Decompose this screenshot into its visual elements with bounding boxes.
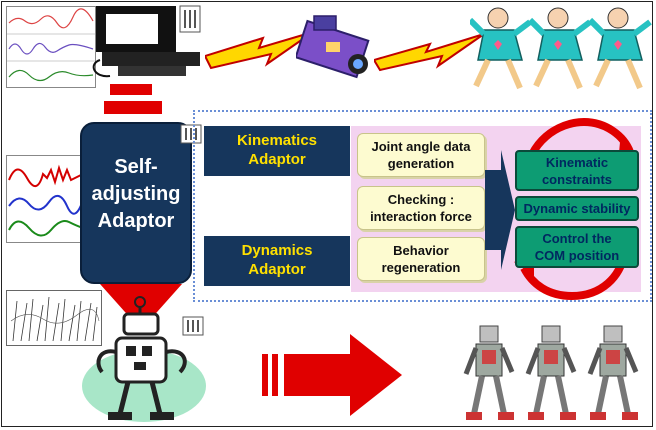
signal-waveform-panel-middle xyxy=(6,155,86,243)
computer-icon xyxy=(92,5,201,78)
video-camera-icon xyxy=(296,15,370,79)
kinematics-line-1: Kinematics xyxy=(236,132,318,149)
constraint-box xyxy=(515,150,639,191)
kinematics-line-2: Adaptor xyxy=(248,151,306,168)
self-adjusting-adaptor-box xyxy=(80,122,192,284)
dynamics-adaptor-box xyxy=(204,236,350,286)
process-step-box xyxy=(357,237,485,281)
self-adjusting-line-3: Adaptor xyxy=(97,210,175,232)
lightning-bolt-icon xyxy=(205,31,314,70)
constraint-kinematic: Kinematic constraints xyxy=(515,154,639,188)
humanoid-robots-icon xyxy=(463,325,639,420)
process-step-line-2: interaction force xyxy=(370,209,472,224)
robot-icon xyxy=(82,296,206,422)
process-step-joint-angle: Joint angle data generation xyxy=(357,138,485,172)
kinematics-adaptor-box xyxy=(204,126,350,176)
process-step-behavior: Behavior regeneration xyxy=(357,242,485,276)
motion-sketch-icon xyxy=(10,296,100,342)
constraint-box xyxy=(515,196,639,221)
kinematics-adaptor-label: Kinematics Adaptor xyxy=(204,131,350,169)
dynamics-line-2: Adaptor xyxy=(248,261,306,278)
adaptor-process-panel xyxy=(193,110,652,302)
signal-waveform-panel-top xyxy=(6,6,96,88)
constraint-line-2: constraints xyxy=(541,172,613,187)
process-step-box xyxy=(357,133,485,177)
self-adjusting-line-1: Self- xyxy=(114,156,158,178)
constraint-com-position: Control the COM position xyxy=(515,230,639,264)
connector-bar xyxy=(104,101,162,114)
signal-waveform-lines-icon xyxy=(8,164,84,237)
connector-bar xyxy=(110,84,152,95)
constraint-box xyxy=(515,226,639,268)
process-step-line-2: generation xyxy=(387,156,455,171)
dancing-people-icon xyxy=(470,7,652,90)
dynamics-adaptor-label: Dynamics Adaptor xyxy=(204,241,350,279)
constraint-dynamic-stability: Dynamic stability xyxy=(515,200,639,217)
constraint-line-2: COM position xyxy=(534,248,620,263)
self-adjusting-line-2: adjusting xyxy=(91,183,181,205)
dynamics-line-1: Dynamics xyxy=(241,242,313,259)
process-step-checking: Checking : interaction force xyxy=(357,191,485,225)
constraint-line-1: Dynamic stability xyxy=(523,201,631,216)
process-step-line-2: regeneration xyxy=(381,260,461,275)
right-arrow-icon xyxy=(485,150,515,270)
document-stack-icon xyxy=(180,124,202,144)
motion-sketch-panel xyxy=(6,290,102,346)
process-step-line-1: Joint angle data xyxy=(371,139,471,154)
process-step-line-1: Behavior xyxy=(393,243,449,258)
process-step-box xyxy=(357,186,485,230)
process-step-line-1: Checking : xyxy=(387,192,455,207)
big-right-arrow-icon xyxy=(262,334,402,416)
signal-waveform-lines-icon xyxy=(7,8,95,82)
constraint-line-1: Control the xyxy=(542,231,612,246)
lightning-bolt-icon xyxy=(374,33,485,72)
self-adjusting-adaptor-label: Self- adjusting Adaptor xyxy=(80,154,192,235)
document-stack-icon xyxy=(182,316,204,336)
constraint-line-1: Kinematic xyxy=(545,155,609,170)
